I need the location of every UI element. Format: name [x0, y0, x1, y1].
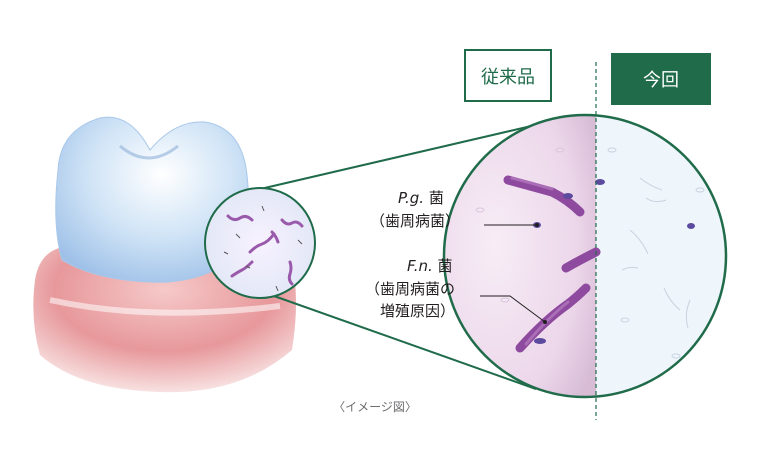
fn-label: F.n. 菌 [407, 257, 453, 276]
pg-cocci [533, 179, 695, 344]
fn-suffix: 菌 [432, 257, 453, 275]
fn-leader-dot [543, 320, 547, 324]
label-conventional: 従来品 [464, 49, 552, 102]
label-leaders [480, 224, 546, 323]
magnifier-connector [255, 116, 571, 390]
small-magnifier-circle [204, 187, 316, 299]
fn-description-line2: 増殖原因） [380, 302, 456, 320]
pg-label: P.g. 菌 [398, 189, 444, 208]
magnifier-circle [442, 113, 728, 399]
pg-name: P.g. [398, 189, 425, 207]
label-current: 今回 [611, 53, 711, 105]
fn-description-line1: （歯周病菌の [365, 280, 456, 298]
pg-description: （歯周病菌） [370, 212, 461, 230]
tooth-illustration [55, 116, 249, 283]
image-caption: 〈イメージ図〉 [333, 400, 417, 414]
fn-name: F.n. [407, 257, 433, 275]
pg-leader-dot [535, 223, 539, 227]
pg-suffix: 菌 [424, 189, 444, 207]
